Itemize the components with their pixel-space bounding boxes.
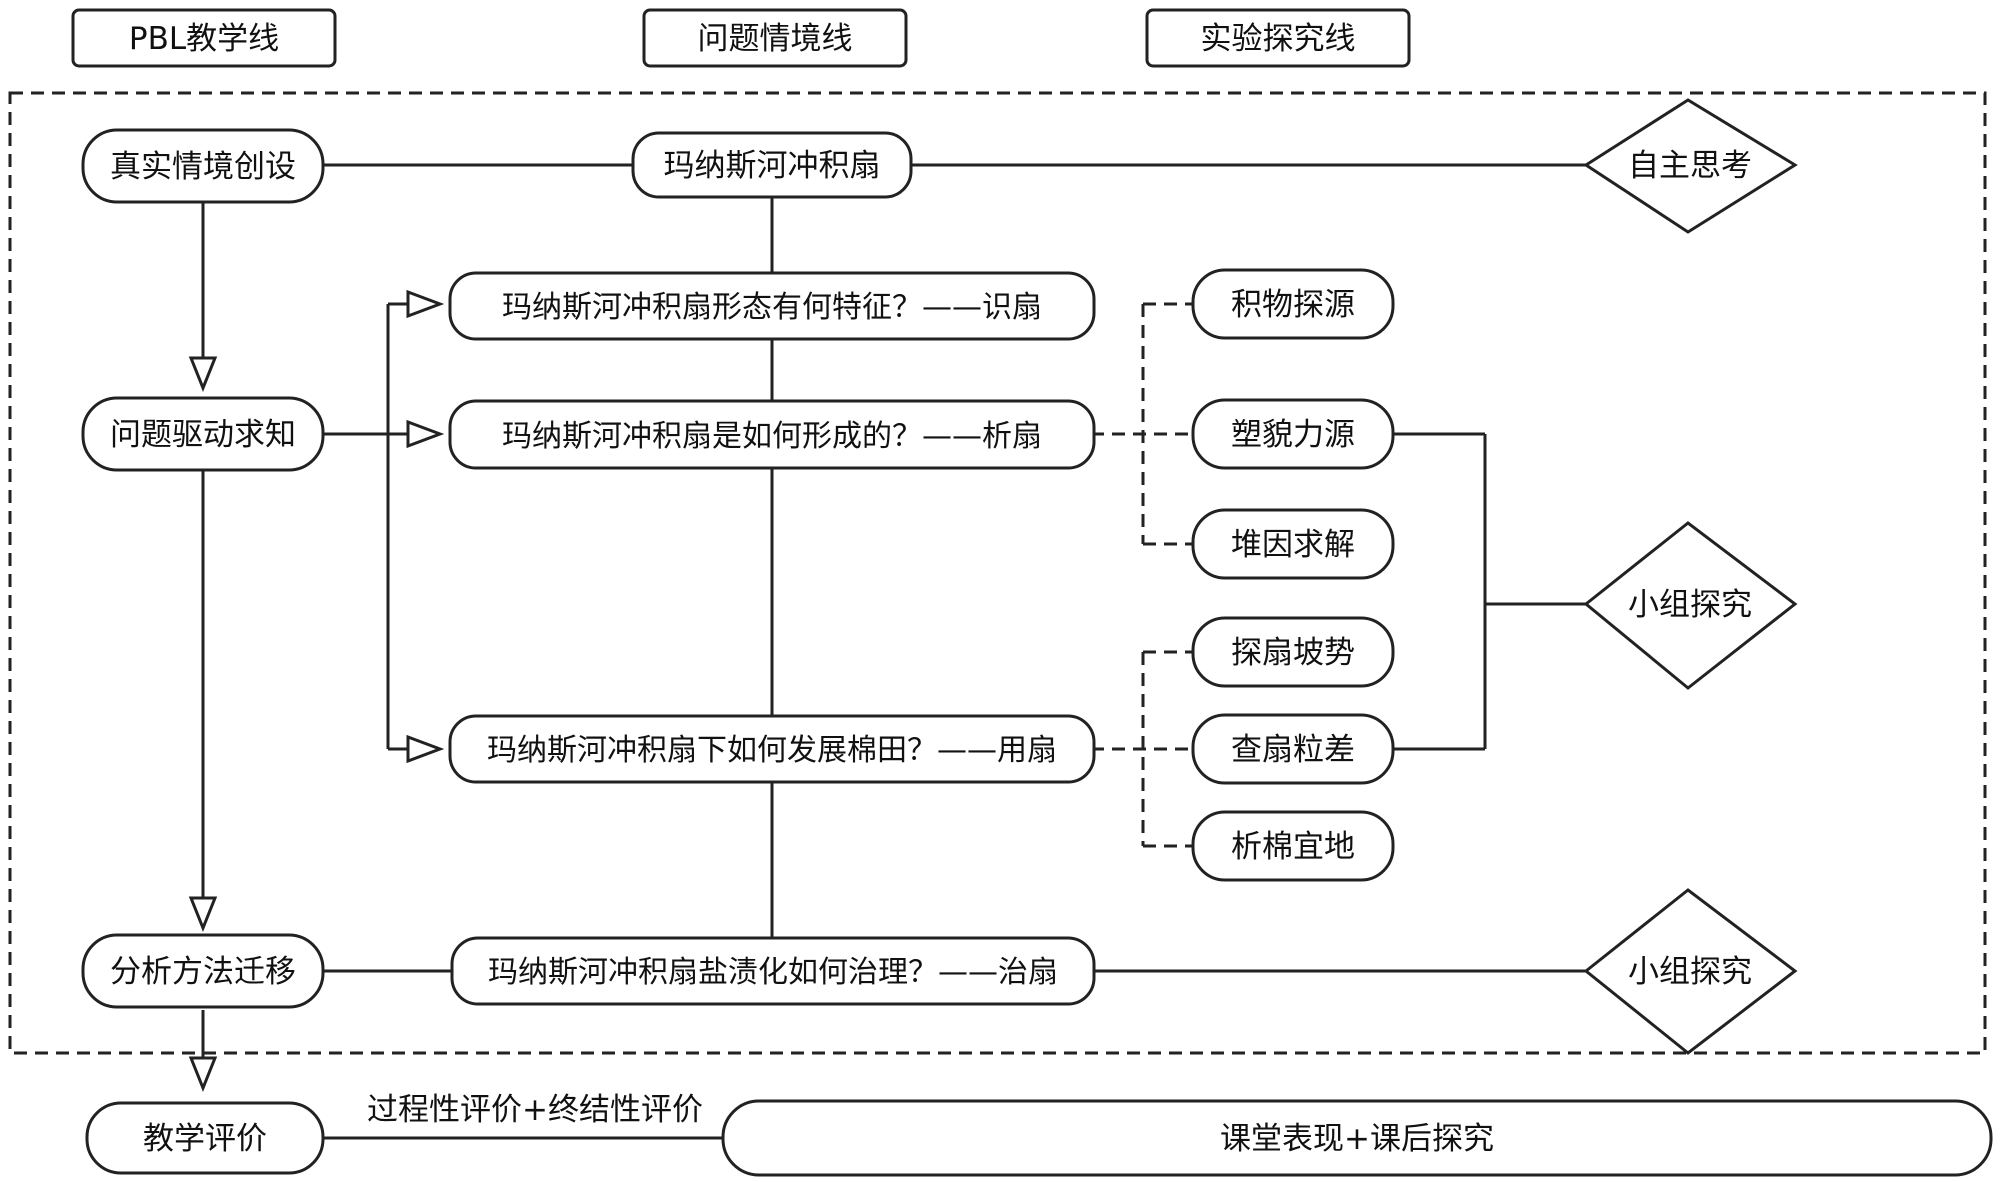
mode-independent-label: 自主思考 xyxy=(1628,148,1752,184)
arrow-to-q3 xyxy=(406,734,445,764)
header-pbl-label: PBL教学线 xyxy=(129,21,279,57)
mode-independent: 自主思考 xyxy=(1583,98,1798,234)
evaluation-type-label: 过程性评价+终结性评价 xyxy=(367,1092,703,1128)
pbl-step-2-label: 问题驱动求知 xyxy=(110,417,296,453)
connectors xyxy=(201,163,1586,1140)
question-3-label: 玛纳斯河冲积扇下如何发展棉田？——用扇 xyxy=(487,733,1057,768)
header-experiment-label: 实验探究线 xyxy=(1201,21,1356,57)
header-experiment: 实验探究线 xyxy=(1145,8,1411,68)
experiment-6-label: 析棉宜地 xyxy=(1231,829,1355,865)
mode-group-1: 小组探究 xyxy=(1583,521,1798,690)
experiment-6: 析棉宜地 xyxy=(1191,810,1395,882)
experiment-2-label: 塑貌力源 xyxy=(1231,417,1355,453)
dashed-frame xyxy=(8,91,1987,1055)
header-problem: 问题情境线 xyxy=(642,8,908,68)
experiment-4-label: 探扇坡势 xyxy=(1231,635,1355,671)
pbl-step-1-label: 真实情境创设 xyxy=(110,149,296,185)
problem-main-label: 玛纳斯河冲积扇 xyxy=(664,148,881,184)
header-pbl: PBL教学线 xyxy=(71,8,337,68)
arrow-to-step4 xyxy=(188,1056,218,1093)
arrow-to-step3 xyxy=(188,896,218,933)
pbl-step-4-label: 教学评价 xyxy=(143,1121,267,1157)
pbl-step-3-label: 分析方法迁移 xyxy=(110,954,296,990)
arrow-to-q2 xyxy=(406,419,445,449)
question-2-label: 玛纳斯河冲积扇是如何形成的？——析扇 xyxy=(502,419,1042,454)
question-4-label: 玛纳斯河冲积扇盐渍化如何治理？——治扇 xyxy=(488,955,1058,990)
mode-group-2-label: 小组探究 xyxy=(1628,954,1752,990)
pbl-step-4: 教学评价 xyxy=(85,1101,325,1175)
question-3: 玛纳斯河冲积扇下如何发展棉田？——用扇 xyxy=(448,714,1096,784)
arrowheads xyxy=(188,289,445,1093)
evaluation-content-label: 课堂表现+课后探究 xyxy=(1220,1121,1494,1157)
experiment-1: 积物探源 xyxy=(1191,268,1395,340)
mode-group-1-label: 小组探究 xyxy=(1628,587,1752,623)
experiment-3-label: 堆因求解 xyxy=(1231,527,1355,563)
question-2: 玛纳斯河冲积扇是如何形成的？——析扇 xyxy=(448,399,1096,470)
experiment-5-label: 查扇粒差 xyxy=(1231,732,1355,768)
pbl-step-2: 问题驱动求知 xyxy=(81,396,325,472)
experiment-5: 查扇粒差 xyxy=(1191,713,1395,785)
problem-main: 玛纳斯河冲积扇 xyxy=(631,131,913,199)
arrow-to-q1 xyxy=(406,289,445,319)
experiment-4: 探扇坡势 xyxy=(1191,616,1395,688)
evaluation-content: 课堂表现+课后探究 xyxy=(721,1099,1993,1177)
mode-group-2: 小组探究 xyxy=(1583,888,1798,1055)
header-problem-label: 问题情境线 xyxy=(698,21,853,57)
question-1: 玛纳斯河冲积扇形态有何特征？——识扇 xyxy=(448,271,1096,341)
arrow-to-step2 xyxy=(188,356,218,393)
experiment-2: 塑貌力源 xyxy=(1191,398,1395,470)
question-4: 玛纳斯河冲积扇盐渍化如何治理？——治扇 xyxy=(450,936,1096,1006)
experiment-1-label: 积物探源 xyxy=(1231,287,1355,323)
experiment-3: 堆因求解 xyxy=(1191,508,1395,580)
question-1-label: 玛纳斯河冲积扇形态有何特征？——识扇 xyxy=(502,290,1042,325)
pbl-step-3: 分析方法迁移 xyxy=(81,933,325,1009)
pbl-step-1: 真实情境创设 xyxy=(81,128,325,204)
